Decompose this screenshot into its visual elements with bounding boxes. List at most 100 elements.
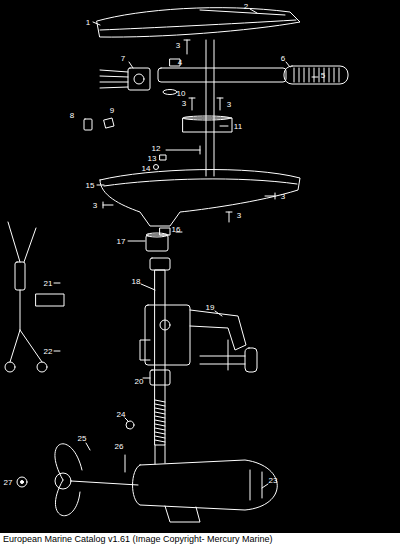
- mount-bracket: [190, 310, 246, 350]
- callout-number: 27: [4, 478, 13, 487]
- callout-number: 19: [206, 303, 215, 312]
- propeller: [55, 473, 71, 489]
- lower-housing: [100, 170, 300, 226]
- callout-number: 10: [177, 89, 186, 98]
- shaft: [155, 424, 165, 426]
- leader-line: [54, 9, 318, 488]
- shaft: [155, 436, 165, 438]
- mount-bracket: [140, 305, 257, 372]
- top-cover: [100, 20, 296, 30]
- battery-leads: [37, 362, 47, 372]
- bolt: [160, 155, 166, 160]
- propeller: [71, 481, 138, 485]
- top-cover: [200, 10, 285, 15]
- mount-bracket: [200, 356, 245, 364]
- callout-number: 16: [172, 225, 181, 234]
- prop-nut-and-pin: [126, 421, 134, 429]
- callout-number: 3: [281, 192, 285, 201]
- shaft: [155, 400, 165, 402]
- shaft: [155, 404, 165, 406]
- prop-nut-and-pin: [17, 477, 27, 487]
- screw: [103, 40, 275, 222]
- washer: [163, 90, 177, 95]
- tiller-handle: [158, 68, 286, 82]
- bolt: [154, 146, 201, 170]
- grip: [329, 68, 330, 82]
- shaft-collar: [146, 228, 170, 251]
- lower-unit: [133, 445, 278, 522]
- shaft-collar: [146, 233, 168, 237]
- shaft: [155, 432, 165, 434]
- battery-leads: [10, 290, 42, 362]
- grip: [299, 68, 300, 82]
- callout-number: 20: [135, 377, 144, 386]
- grip: [294, 68, 295, 82]
- lower-unit: [165, 506, 200, 522]
- mount-bracket: [160, 320, 170, 330]
- callout-number: 5: [321, 71, 325, 80]
- grip: [284, 66, 348, 84]
- lower-unit: [155, 445, 165, 464]
- callout-number: 26: [115, 442, 124, 451]
- callout-number: 4: [178, 58, 182, 67]
- propeller: [55, 480, 80, 516]
- shaft: [155, 440, 165, 442]
- battery-leads: [5, 362, 15, 372]
- prop-nut-and-pin: [17, 421, 134, 487]
- switch: [100, 70, 128, 88]
- grip: [334, 68, 335, 82]
- small-part: [84, 119, 92, 130]
- callout-number: 18: [132, 277, 141, 286]
- tilt-collar: [150, 370, 170, 385]
- small-part: [84, 118, 114, 130]
- top-cover: [97, 8, 300, 37]
- callout-number: 11: [234, 122, 242, 131]
- lower-unit: [133, 460, 278, 510]
- switch: [134, 74, 144, 84]
- screw: [184, 40, 190, 54]
- bolt: [154, 165, 159, 170]
- top-cover: [97, 8, 300, 37]
- prop-nut-and-pin: [21, 481, 24, 484]
- washer: [163, 90, 177, 95]
- battery-leads: [8, 222, 36, 262]
- grip: [319, 68, 320, 82]
- callout-number: 24: [117, 410, 126, 419]
- lower-housing: [100, 170, 300, 226]
- caption: European Marine Catalog v1.61 (Image Cop…: [3, 533, 273, 545]
- callout-number: 7: [121, 54, 125, 63]
- collar: [183, 116, 231, 120]
- callout-number: 14: [142, 164, 151, 173]
- callout-number: 3: [182, 99, 186, 108]
- callout-number: 6: [281, 54, 285, 63]
- lower-housing: [104, 179, 297, 186]
- grip: [284, 66, 348, 84]
- tiller-handle: [158, 68, 286, 82]
- screw: [226, 212, 232, 222]
- shaft: [155, 428, 165, 430]
- small-part: [104, 118, 114, 128]
- bolt: [166, 146, 200, 154]
- steering-column: [206, 40, 214, 176]
- callout-number: 8: [70, 111, 74, 120]
- shaft: [155, 408, 165, 410]
- callout-number: 3: [227, 100, 231, 109]
- callout-number: 15: [86, 181, 95, 190]
- switch: [100, 68, 150, 90]
- grip: [339, 68, 340, 82]
- shaft: [150, 258, 170, 445]
- battery-leads: [15, 262, 25, 290]
- callout-number: 9: [110, 106, 114, 115]
- shaft: [155, 412, 165, 414]
- shaft: [155, 270, 165, 445]
- grip: [309, 68, 310, 82]
- callout-number: 17: [117, 237, 126, 246]
- collar: [183, 116, 232, 132]
- callout-number: 3: [237, 211, 241, 220]
- battery-leads: [5, 222, 64, 372]
- steering-column: [206, 40, 214, 176]
- shaft-collar: [160, 228, 170, 235]
- screw: [189, 98, 195, 110]
